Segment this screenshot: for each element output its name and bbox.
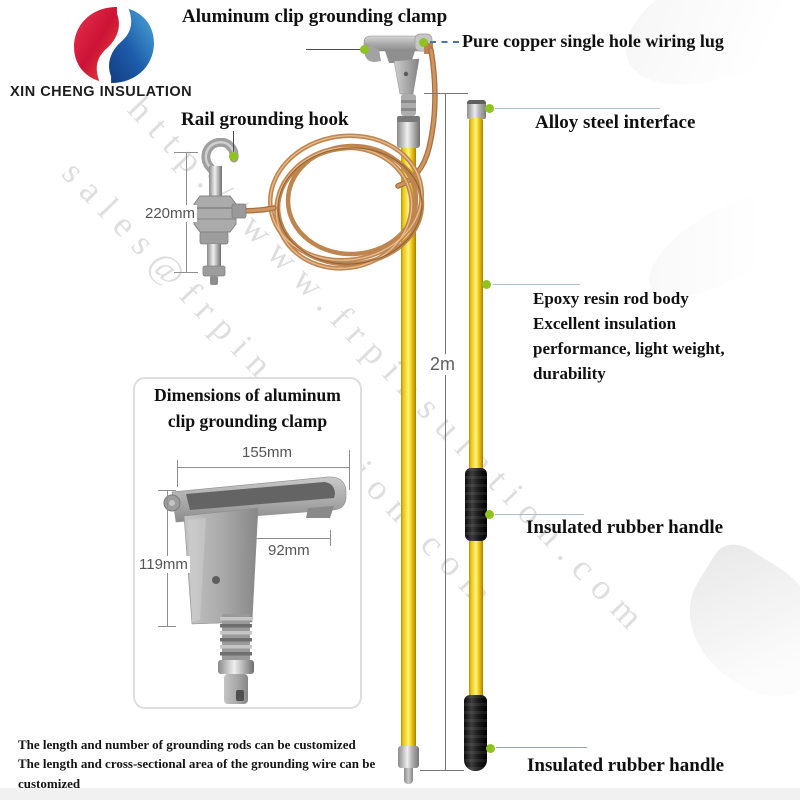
dim-92-line	[246, 538, 331, 539]
callout-clamp-leader	[306, 49, 360, 50]
callout-rod-body-leader	[493, 284, 580, 285]
dim-155-label: 155mm	[240, 444, 295, 461]
dim-220-bottom-tick	[174, 272, 198, 273]
callout-lug-dot	[419, 38, 428, 47]
dim-2m-bottom-tick	[420, 770, 464, 771]
aluminum-clamp-graphic	[363, 33, 433, 148]
company-logo-icon	[74, 6, 154, 84]
callout-handle-mid-dot	[485, 510, 494, 519]
background-swoosh	[607, 0, 800, 112]
dim-2m-label: 2m	[428, 354, 458, 375]
callout-rod-body-dot	[482, 280, 491, 289]
callout-lug-leader	[430, 41, 459, 43]
dim-2m-top-tick	[424, 93, 468, 94]
inset-title-line2: clip grounding clamp	[167, 411, 328, 431]
rail-grounding-hook-graphic	[193, 138, 247, 285]
note-line-1: The length and number of grounding rods …	[18, 737, 356, 752]
callout-hook-dot	[229, 152, 238, 161]
left-rod-bottom-ferrule	[398, 746, 419, 768]
note-line-2: The length and cross-sectional area of t…	[18, 756, 376, 791]
customization-notes: The length and number of grounding rods …	[18, 735, 406, 793]
dim-119-label: 119mm	[137, 556, 190, 573]
dim-92-label: 92mm	[268, 542, 310, 559]
rubber-handle-middle	[465, 468, 487, 541]
callout-handle-mid-label: Insulated rubber handle	[526, 517, 724, 538]
dim-155-left-tick	[177, 460, 178, 487]
dim-2m-line	[445, 94, 446, 771]
rubber-handle-bottom	[464, 695, 487, 771]
callout-interface-label: Alloy steel interface	[535, 112, 696, 133]
dim-119-bottom-tick	[158, 626, 176, 627]
alloy-steel-interface-cap	[467, 100, 486, 119]
callout-hook-leader	[233, 131, 234, 152]
background-swoosh	[663, 535, 800, 717]
dim-220-label: 220mm	[143, 205, 198, 222]
rod-body-line-4: durability	[533, 364, 606, 383]
callout-handle-bottom-leader	[496, 747, 587, 748]
rod-body-line-3: performance, light weight,	[533, 339, 725, 358]
callout-hook-label: Rail grounding hook	[181, 109, 349, 130]
callout-handle-mid-leader	[495, 514, 584, 515]
callout-clamp-dot	[360, 45, 369, 54]
callout-rod-body-label: Epoxy resin rod body Excellent insulatio…	[533, 286, 725, 386]
left-rod-bottom-pin	[404, 768, 413, 784]
rod-body-line-2: Excellent insulation	[533, 314, 677, 333]
callout-handle-bottom-label: Insulated rubber handle	[527, 755, 725, 776]
rod-body-line-1: Epoxy resin rod body	[533, 289, 689, 308]
dim-92-right-tick	[330, 530, 331, 546]
right-epoxy-rod	[469, 118, 483, 770]
inset-clamp-drawing	[163, 476, 347, 704]
callout-handle-bottom-dot	[486, 744, 495, 753]
dim-155-line	[177, 467, 350, 468]
dim-155-right-tick	[349, 450, 350, 490]
callout-interface-leader	[495, 108, 660, 109]
inset-title-line1: Dimensions of aluminum	[154, 385, 341, 405]
dim-92-left-tick	[246, 530, 247, 546]
callout-interface-dot	[485, 104, 494, 113]
callout-clamp-label: Aluminum clip grounding clamp	[182, 6, 448, 27]
left-epoxy-rod	[401, 146, 416, 750]
brand-name: XIN CHENG INSULATION	[10, 84, 193, 100]
callout-lug-label: Pure copper single hole wiring lug	[462, 31, 724, 51]
